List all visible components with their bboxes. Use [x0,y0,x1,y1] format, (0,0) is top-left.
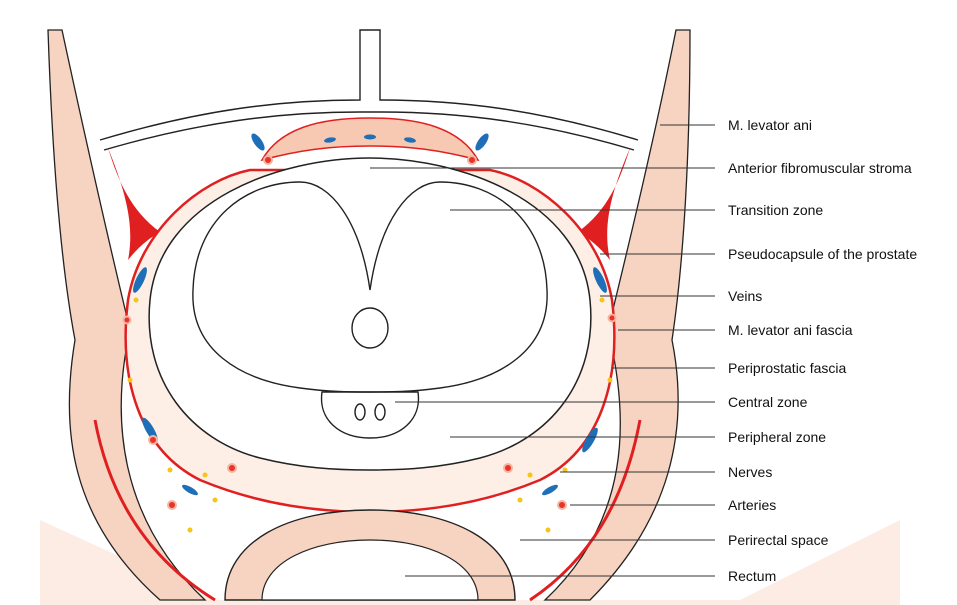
pseudocapsule-wedge-right [578,148,630,260]
nerve [545,527,551,533]
nerve [133,297,139,303]
levator-fascia-right [529,419,642,602]
nerve [527,472,533,478]
central-zone [320,391,420,439]
artery [557,500,567,510]
label-anterior-fibromuscular-stroma: Anterior fibromuscular stroma [728,160,912,176]
perineal-background [40,520,900,605]
vein [364,134,376,140]
vein [542,484,558,496]
nerve [562,467,568,473]
pseudocapsule-wedge-left [108,148,160,260]
arteries-group [122,155,617,510]
urethra [351,307,389,349]
label-arteries: Arteries [728,497,776,513]
artery [503,463,513,473]
label-nerves: Nerves [728,464,772,480]
nerve [212,497,218,503]
nerve [167,467,173,473]
upper-fascial-arch-inner [103,111,635,151]
leader-lines [370,124,715,577]
label-transition-zone: Transition zone [728,202,823,218]
label-veins: Veins [728,288,762,304]
vein [582,427,598,453]
nerve [607,377,613,383]
label-levator-ani: M. levator ani [728,117,812,133]
artery [467,155,477,165]
label-perirectal-space: Perirectal space [728,532,829,548]
vein [251,133,265,151]
label-levator-ani-fascia: M. levator ani fascia [728,322,853,338]
nerve [127,377,133,383]
vein [593,267,607,293]
artery [167,500,177,510]
vein [475,133,489,151]
label-periprostatic-fascia: Periprostatic fascia [728,360,846,376]
nerve [187,527,193,533]
vein [404,137,416,143]
label-peripheral-zone: Peripheral zone [728,429,826,445]
veins-group [133,133,607,496]
prostate-outline [148,157,592,471]
artery [227,463,237,473]
artery [148,435,158,445]
label-pseudocapsule: Pseudocapsule of the prostate [728,246,917,262]
vein [182,484,198,496]
nerve [517,497,523,503]
label-central-zone: Central zone [728,394,808,410]
ejaculatory-duct-left [354,403,366,421]
vein [324,137,336,143]
upper-fascial-arch [99,29,639,141]
ejaculatory-duct-right [374,403,386,421]
nerves-group [127,297,613,533]
artery [122,315,132,325]
rectum-lumen [261,539,479,601]
artery [607,313,617,323]
label-rectum: Rectum [728,568,776,584]
levator-ani-left [47,29,207,601]
levator-fascia-left [93,419,216,602]
nerve [599,297,605,303]
nerve [202,472,208,478]
vein [133,267,147,293]
artery [263,155,273,165]
